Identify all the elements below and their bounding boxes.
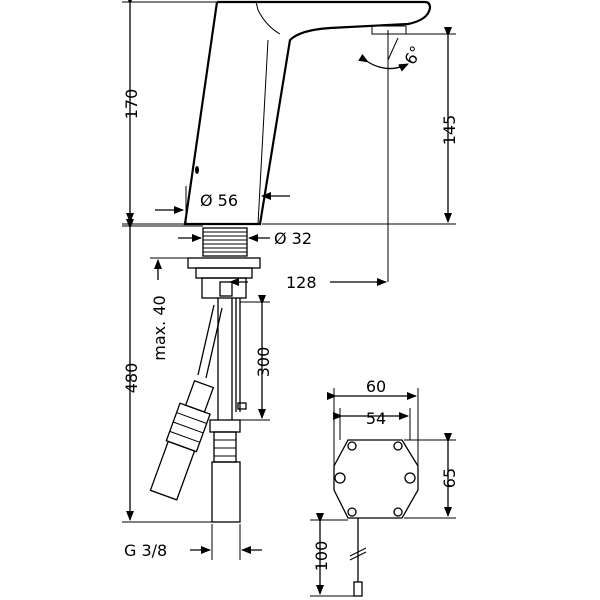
hoses [149,298,247,523]
dim-spout-diameter: Ø 56 [200,191,238,210]
dim-145: 145 [440,115,459,146]
dim-300: 300 [254,347,273,378]
dim-angle: 6° [400,43,426,68]
dim-60: 60 [366,377,386,396]
dim-480: 480 [122,363,141,394]
dim-170: 170 [122,89,141,120]
dim-max-40: max. 40 [150,295,169,360]
dim-thread: G 3/8 [124,541,167,560]
dimension-lines [122,0,456,597]
faucet-body [183,0,432,226]
control-box [333,439,419,597]
dim-65: 65 [440,468,459,488]
dim-shank-diameter: Ø 32 [274,229,312,248]
shank-assembly [187,227,261,299]
dim-54: 54 [366,409,386,428]
dim-reach: 128 [286,273,317,292]
dim-100: 100 [312,541,331,572]
